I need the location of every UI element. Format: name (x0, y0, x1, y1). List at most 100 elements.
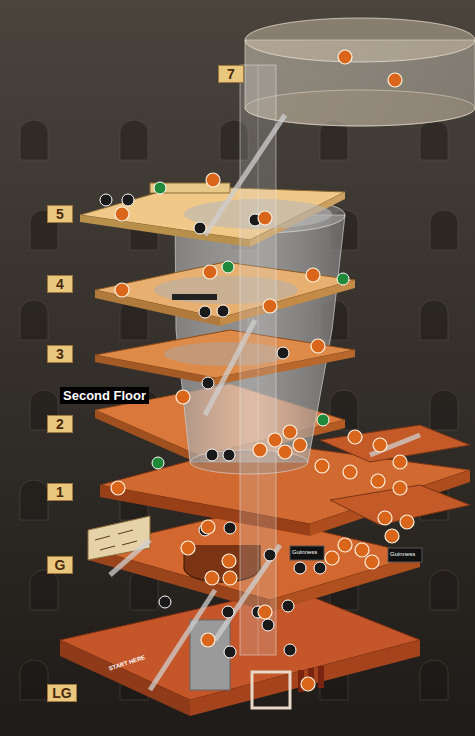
floor-caption: Second Floor (60, 387, 149, 404)
exhibit-marker (283, 425, 297, 439)
floor-badge: 4 (47, 275, 73, 293)
exhibit-marker (311, 339, 325, 353)
facility-icon (224, 522, 236, 534)
facility-icon (282, 600, 294, 612)
exhibit-marker (338, 538, 352, 552)
floor-number: 5 (56, 207, 64, 221)
escalators (110, 115, 420, 690)
facility-icon (224, 646, 236, 658)
floor-badge: 1 (47, 483, 73, 501)
floor-badge: 3 (47, 345, 73, 363)
building-windows (20, 120, 458, 700)
exhibit-marker (258, 211, 272, 225)
window (20, 120, 48, 160)
exhibit-marker (315, 459, 329, 473)
facility-icon (159, 596, 171, 608)
facility-icon (222, 606, 234, 618)
facility-icon (337, 273, 349, 285)
exhibit-marker (111, 481, 125, 495)
floor-badge: 5 (47, 205, 73, 223)
exhibit-marker (203, 265, 217, 279)
facility-icon (154, 182, 166, 194)
exhibit-marker (355, 543, 369, 557)
exhibit-marker (393, 481, 407, 495)
window (20, 660, 48, 700)
window (430, 210, 458, 250)
exhibit-marker (400, 515, 414, 529)
exhibit-marker (293, 438, 307, 452)
exhibit-marker (253, 443, 267, 457)
window (420, 300, 448, 340)
facility-icon (262, 619, 274, 631)
floor-4 (95, 262, 355, 326)
facility-icon (194, 222, 206, 234)
floor-number: LG (52, 686, 71, 700)
facility-icon (206, 449, 218, 461)
facility-icon (202, 377, 214, 389)
exhibit-marker (268, 433, 282, 447)
exhibit-marker (338, 50, 352, 64)
window (420, 660, 448, 700)
window (430, 390, 458, 430)
exhibit-marker (206, 173, 220, 187)
floor-number: 1 (56, 485, 64, 499)
facility-icon (284, 644, 296, 656)
facility-icon (100, 194, 112, 206)
floor-number: 4 (56, 277, 64, 291)
exhibit-marker (181, 541, 195, 555)
window (20, 480, 48, 520)
exhibit-marker (176, 390, 190, 404)
exhibit-marker (222, 554, 236, 568)
exhibit-marker (373, 438, 387, 452)
facility-icon (199, 306, 211, 318)
exhibit-marker (325, 551, 339, 565)
floor-number: 7 (227, 67, 235, 81)
exhibit-marker (115, 207, 129, 221)
exhibit-marker (263, 299, 277, 313)
exhibit-marker (201, 520, 215, 534)
facility-icon (222, 261, 234, 273)
floor-badge: LG (47, 684, 77, 702)
facility-icon (294, 562, 306, 574)
exhibit-marker (365, 555, 379, 569)
floor-number: G (55, 558, 66, 572)
window (20, 300, 48, 340)
facility-icon (314, 562, 326, 574)
facility-icon (277, 347, 289, 359)
facility-icon (223, 449, 235, 461)
floor-number: 3 (56, 347, 64, 361)
floor-badge: G (47, 556, 73, 574)
gravity-bar (245, 18, 475, 126)
exhibit-marker (301, 677, 315, 691)
facility-icon (264, 549, 276, 561)
floor-badge: 2 (47, 415, 73, 433)
floor-number: 2 (56, 417, 64, 431)
floor-badge: 7 (218, 65, 244, 83)
facility-icon (317, 414, 329, 426)
exhibit-marker (223, 571, 237, 585)
start-note: START HERE (108, 654, 146, 671)
exhibit-markers (111, 50, 414, 691)
facility-icon (122, 194, 134, 206)
exhibit-marker (201, 633, 215, 647)
sign-text: Guinness (390, 551, 415, 557)
facility-icon (152, 457, 164, 469)
floor-5 (80, 183, 345, 247)
facility-icons (100, 182, 349, 658)
exhibit-marker (385, 529, 399, 543)
exhibit-marker (393, 455, 407, 469)
exhibit-marker (115, 283, 129, 297)
exhibit-marker (378, 511, 392, 525)
window (420, 120, 448, 160)
exhibit-marker (388, 73, 402, 87)
exhibit-marker (205, 571, 219, 585)
facility-icon (217, 305, 229, 317)
exhibit-marker (278, 445, 292, 459)
exhibit-marker (306, 268, 320, 282)
sign-text: Guinness (292, 549, 317, 555)
exhibit-marker (371, 474, 385, 488)
window (30, 570, 58, 610)
exhibit-marker (343, 465, 357, 479)
